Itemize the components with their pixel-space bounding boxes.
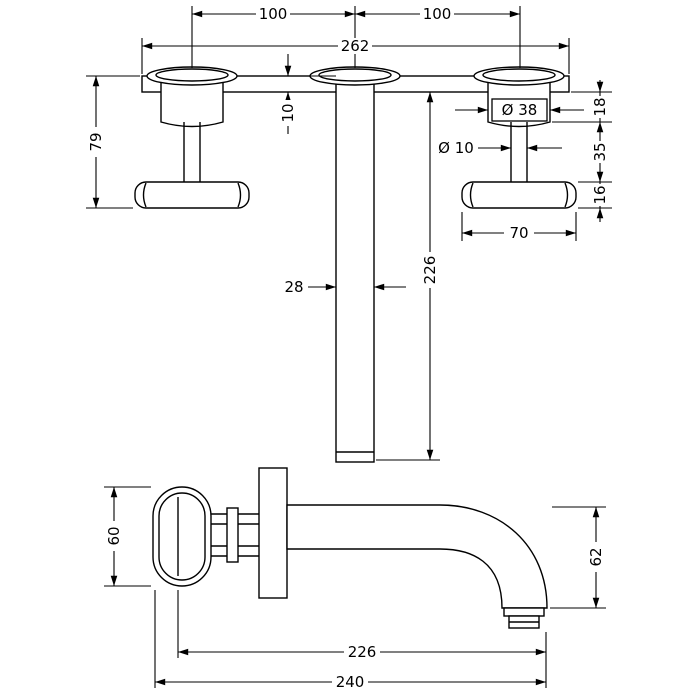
dimension-labels: 100 100 262 79 10 Ø 38 18 Ø 10 35 (87, 5, 609, 691)
spout-column (335, 79, 375, 463)
dim-total-reach-label: 240 (336, 673, 365, 691)
dim-plate-length-label: 262 (341, 37, 370, 55)
side-handle-outline (152, 486, 212, 587)
side-spout-profile (286, 504, 548, 609)
dim-escutcheon-depth-label: 18 (591, 97, 609, 116)
side-handle-inner-outline (158, 492, 206, 581)
left-handle-bar (134, 181, 250, 209)
dim-side-handle-diameter-label: 60 (105, 526, 123, 545)
left-escutcheon-inner-rim (155, 68, 229, 82)
side-stem-collar (226, 507, 239, 563)
dim-stem-diameter-label: Ø 10 (438, 139, 474, 157)
dim-escutcheon-diameter-label: Ø 38 (502, 101, 538, 119)
left-escutcheon-body (160, 79, 224, 128)
dim-handle-projection-label: 79 (87, 132, 105, 151)
side-view (152, 467, 548, 629)
dim-handle-length-label: 70 (509, 224, 528, 242)
right-escutcheon-rim (473, 66, 565, 86)
front-view (134, 66, 577, 463)
dim-spacing-right-label: 100 (423, 5, 452, 23)
extension-lines (86, 6, 612, 688)
side-wall-plate (258, 467, 288, 599)
escutcheon-diameter-callout-box (491, 98, 548, 122)
right-handle-bar (461, 181, 577, 209)
spout-escutcheon-inner-rim (318, 68, 392, 82)
dim-spout-width-label: 28 (284, 278, 303, 296)
left-handle (134, 122, 250, 209)
dim-reach-to-outlet-label: 226 (348, 643, 377, 661)
right-escutcheon-inner-rim (482, 68, 556, 82)
dim-plate-thickness-label: 10 (279, 103, 297, 122)
side-handle (152, 486, 259, 587)
aerator (503, 607, 545, 629)
dim-spout-drop-label: 62 (587, 547, 605, 566)
dim-bar-diameter-label: 16 (591, 185, 609, 204)
right-handle (461, 122, 577, 209)
dim-stem-exposure-label: 35 (591, 142, 609, 161)
dim-spout-projection-label: 226 (421, 256, 439, 285)
dim-spacing-left-label: 100 (259, 5, 288, 23)
